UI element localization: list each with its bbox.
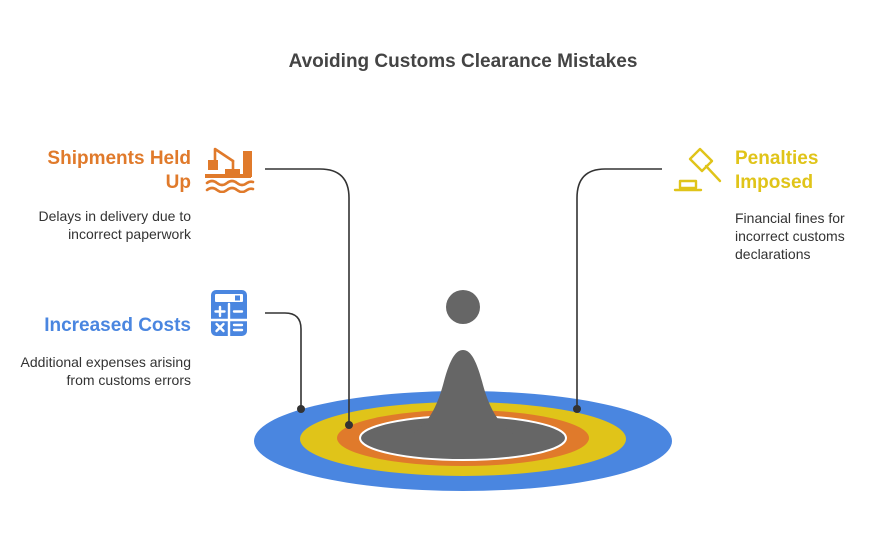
heading-shipments-held-up: Shipments Held Up bbox=[47, 148, 191, 193]
calculator-icon bbox=[210, 290, 248, 337]
connector-dot-costs bbox=[297, 405, 305, 413]
heading-increased-costs: Increased Costs bbox=[44, 315, 191, 336]
connector-shipments bbox=[265, 168, 350, 425]
connector-penalties bbox=[576, 168, 662, 409]
water-droplet bbox=[446, 290, 480, 324]
connector-dot-shipments bbox=[345, 421, 353, 429]
connector-dot-penalties bbox=[573, 405, 581, 413]
ship-crane-icon bbox=[205, 147, 255, 193]
diagram-title: Avoiding Customs Clearance Mistakes bbox=[288, 51, 638, 72]
heading-penalties-imposed: Penalties Imposed bbox=[735, 148, 819, 193]
description-increased-costs: Additional expenses arising from customs… bbox=[20, 354, 191, 388]
gavel-icon bbox=[673, 147, 722, 192]
water-splash bbox=[398, 350, 528, 441]
description-shipments-held-up: Delays in delivery due to incorrect pape… bbox=[38, 208, 191, 242]
connector-costs bbox=[265, 312, 302, 409]
description-penalties-imposed: Financial fines for incorrect customs de… bbox=[735, 210, 845, 262]
